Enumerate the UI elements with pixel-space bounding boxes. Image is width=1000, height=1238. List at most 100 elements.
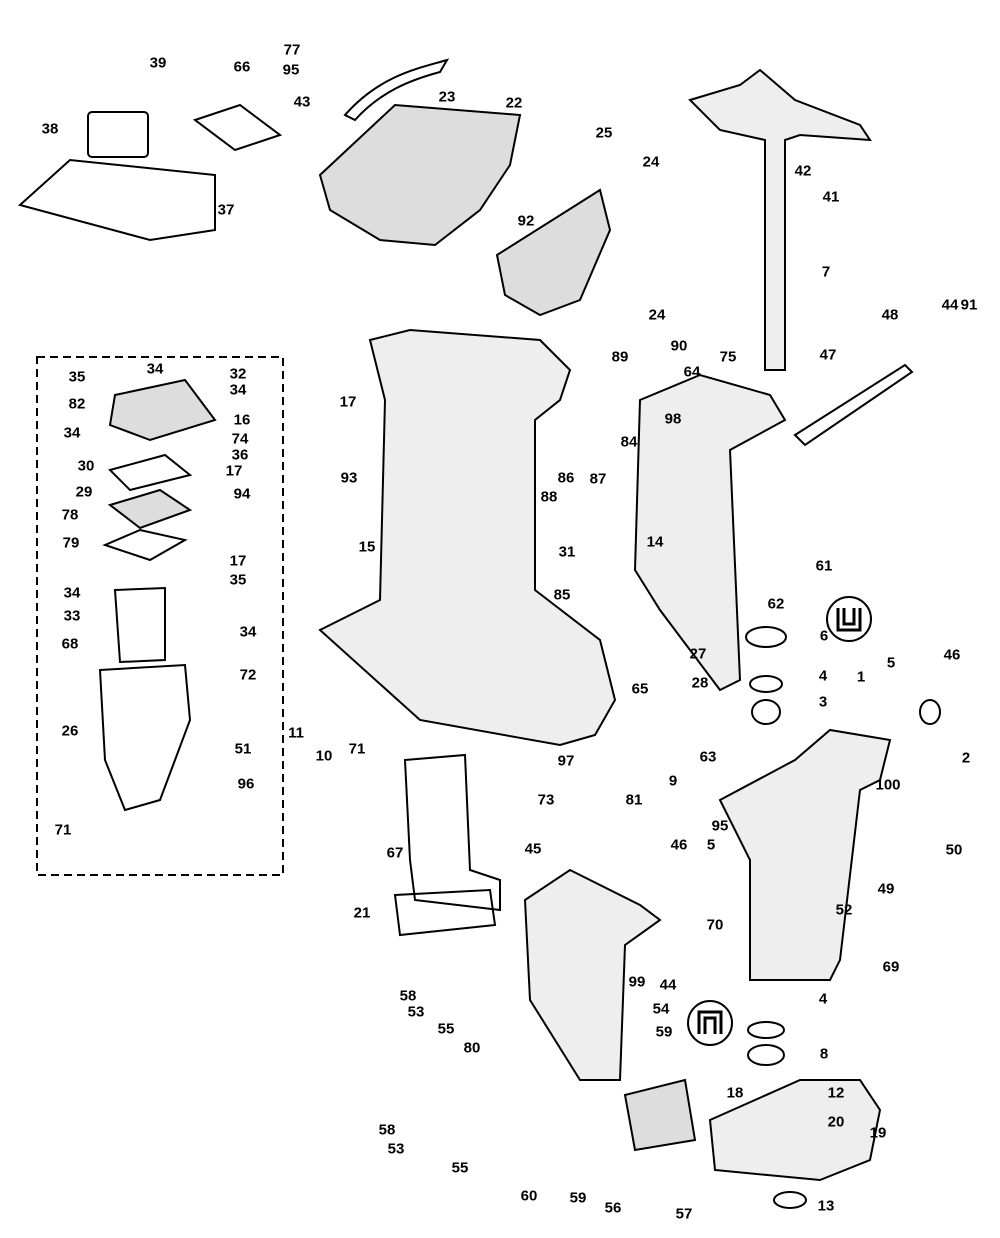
part-label-12: 12 bbox=[827, 1084, 845, 1102]
part-21-seal bbox=[393, 888, 497, 937]
part-label-35: 35 bbox=[68, 368, 86, 386]
part-label-58: 58 bbox=[399, 987, 417, 1005]
part-label-32: 32 bbox=[229, 365, 247, 383]
part-label-96: 96 bbox=[237, 775, 255, 793]
part-68 bbox=[113, 586, 166, 664]
part-label-49: 49 bbox=[877, 880, 895, 898]
part-label-15: 15 bbox=[358, 538, 376, 556]
part-label-29: 29 bbox=[75, 483, 93, 501]
part-label-20: 20 bbox=[827, 1113, 845, 1131]
part-26 bbox=[98, 663, 192, 812]
part-label-56: 56 bbox=[604, 1199, 622, 1217]
part-label-48: 48 bbox=[881, 306, 899, 324]
part-label-17: 17 bbox=[229, 552, 247, 570]
part-label-80: 80 bbox=[463, 1039, 481, 1057]
seal-lip-icon bbox=[826, 596, 872, 642]
part-label-25: 25 bbox=[595, 124, 613, 142]
part-label-8: 8 bbox=[819, 1045, 829, 1063]
part-label-85: 85 bbox=[553, 586, 571, 604]
part-label-6: 6 bbox=[819, 627, 829, 645]
part-label-24: 24 bbox=[642, 153, 660, 171]
part-label-55: 55 bbox=[451, 1159, 469, 1177]
part-gasket-37 bbox=[17, 158, 216, 242]
part-label-66: 66 bbox=[233, 58, 251, 76]
part-22-cowl bbox=[318, 103, 522, 247]
part-label-2: 2 bbox=[961, 749, 971, 767]
part-label-46: 46 bbox=[670, 836, 688, 854]
part-label-67: 67 bbox=[386, 844, 404, 862]
part-label-7: 7 bbox=[821, 263, 831, 281]
part-label-89: 89 bbox=[611, 348, 629, 366]
part-label-42: 42 bbox=[794, 162, 812, 180]
part-label-53: 53 bbox=[407, 1003, 425, 1021]
part-label-79: 79 bbox=[62, 534, 80, 552]
part-label-41: 41 bbox=[822, 188, 840, 206]
part-label-5: 5 bbox=[886, 654, 896, 672]
part-label-45: 45 bbox=[524, 840, 542, 858]
part-label-60: 60 bbox=[520, 1187, 538, 1205]
part-label-24: 24 bbox=[648, 306, 666, 324]
part-13-nut bbox=[773, 1191, 807, 1209]
part-label-95: 95 bbox=[711, 817, 729, 835]
part-29 bbox=[108, 453, 193, 492]
part-label-97: 97 bbox=[557, 752, 575, 770]
part-label-64: 64 bbox=[683, 363, 701, 381]
part-label-5: 5 bbox=[706, 836, 716, 854]
part-23 bbox=[343, 58, 450, 122]
part-label-18: 18 bbox=[726, 1084, 744, 1102]
part-label-58: 58 bbox=[378, 1121, 396, 1139]
part-label-52: 52 bbox=[835, 901, 853, 919]
part-label-14: 14 bbox=[646, 533, 664, 551]
part-label-31: 31 bbox=[558, 543, 576, 561]
part-label-21: 21 bbox=[353, 904, 371, 922]
part-label-17: 17 bbox=[339, 393, 357, 411]
part-label-70: 70 bbox=[706, 916, 724, 934]
part-label-47: 47 bbox=[819, 346, 837, 364]
part-label-10: 10 bbox=[315, 747, 333, 765]
part-label-44: 44 bbox=[941, 296, 959, 314]
part-label-62: 62 bbox=[767, 595, 785, 613]
part-label-91: 91 bbox=[960, 296, 978, 314]
part-label-61: 61 bbox=[815, 557, 833, 575]
part-label-11: 11 bbox=[288, 724, 304, 742]
part-67 bbox=[403, 753, 501, 912]
part-label-73: 73 bbox=[537, 791, 555, 809]
part-66 bbox=[192, 103, 283, 152]
part-label-68: 68 bbox=[61, 635, 79, 653]
part-label-35: 35 bbox=[229, 571, 247, 589]
part-label-19: 19 bbox=[869, 1124, 887, 1142]
part-label-94: 94 bbox=[233, 485, 251, 503]
part-label-17: 17 bbox=[225, 462, 243, 480]
part-8-bushing bbox=[747, 1044, 785, 1066]
part-label-54: 54 bbox=[652, 1000, 670, 1018]
part-30 bbox=[108, 378, 217, 442]
part-label-77: 77 bbox=[283, 41, 301, 59]
part-label-34: 34 bbox=[63, 584, 81, 602]
part-47 bbox=[793, 363, 914, 447]
part-label-27: 27 bbox=[689, 645, 707, 663]
part-label-82: 82 bbox=[68, 395, 86, 413]
part-label-39: 39 bbox=[149, 54, 167, 72]
part-label-1: 1 bbox=[856, 668, 866, 686]
part-label-34: 34 bbox=[146, 360, 164, 378]
part-3-bushing bbox=[751, 699, 781, 725]
part-label-44: 44 bbox=[659, 976, 677, 994]
part-label-28: 28 bbox=[691, 674, 709, 692]
part-label-81: 81 bbox=[625, 791, 643, 809]
part-label-30: 30 bbox=[77, 457, 95, 475]
part-label-36: 36 bbox=[231, 446, 249, 464]
part-label-34: 34 bbox=[239, 623, 257, 641]
part-label-22: 22 bbox=[505, 94, 523, 112]
part-4-ring bbox=[749, 675, 783, 693]
part-label-84: 84 bbox=[620, 433, 638, 451]
part-label-59: 59 bbox=[655, 1023, 673, 1041]
part-6-washer bbox=[745, 626, 787, 648]
part-label-92: 92 bbox=[517, 212, 535, 230]
part-label-23: 23 bbox=[438, 88, 456, 106]
part-18 bbox=[623, 1078, 697, 1152]
part-label-16: 16 bbox=[233, 411, 251, 429]
part-label-88: 88 bbox=[540, 488, 558, 506]
part-label-87: 87 bbox=[589, 470, 607, 488]
part-15-exhaust-housing bbox=[318, 328, 617, 747]
